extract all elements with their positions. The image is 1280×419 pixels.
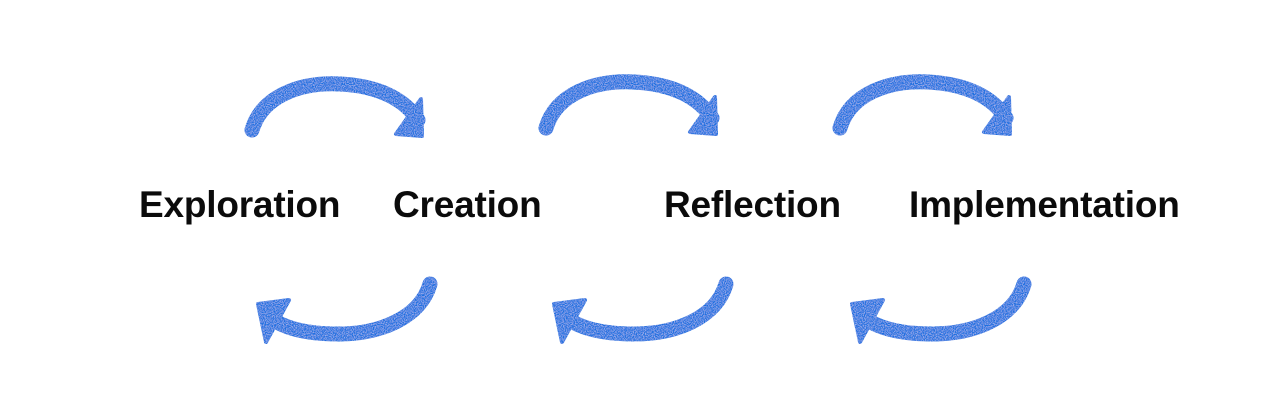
stage-label-reflection: Reflection <box>664 184 841 225</box>
forward-arrow-icon-3 <box>832 74 1014 136</box>
backward-arrow-icon-1 <box>256 276 438 344</box>
forward-arrow-icon-1 <box>244 76 426 138</box>
stage-label-implementation: Implementation <box>909 184 1180 225</box>
backward-arrow-icon-3 <box>850 276 1032 344</box>
stage-label-exploration: Exploration <box>139 184 341 225</box>
backward-arrow-icon-2 <box>552 276 734 344</box>
forward-arrow-icon-2 <box>538 74 720 136</box>
stage-label-creation: Creation <box>393 184 542 225</box>
